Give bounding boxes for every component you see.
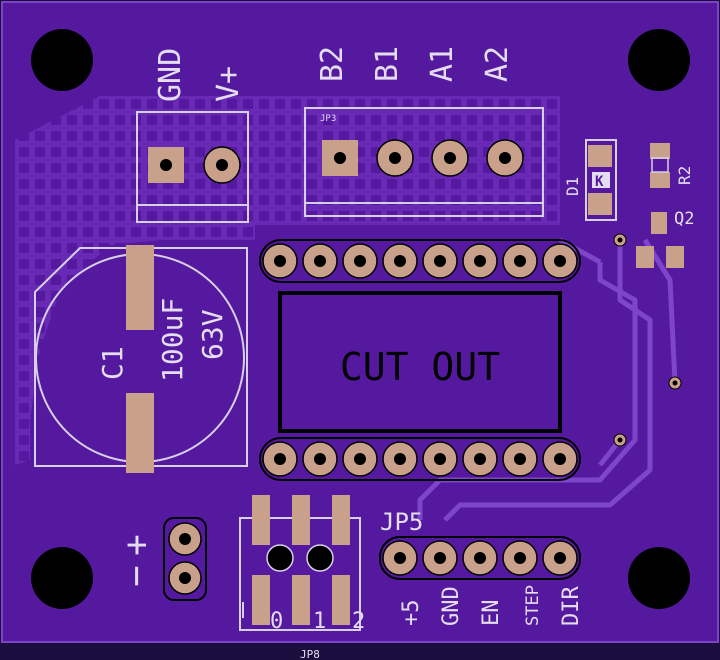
jumper-num-2: 2 bbox=[352, 609, 365, 634]
mount-hole-bl bbox=[31, 547, 93, 609]
jp5-label: JP5 bbox=[380, 508, 423, 536]
vias bbox=[613, 233, 682, 447]
r2-label: R2 bbox=[675, 166, 694, 185]
jp3-label: JP3 bbox=[320, 114, 336, 124]
power-vplus-label: V+ bbox=[211, 66, 246, 102]
microstep-jumper: 0 1 2 bbox=[239, 495, 365, 634]
driver-header-top bbox=[259, 239, 581, 283]
jp5-header: JP5 +5 GND EN STEP DIR bbox=[379, 508, 584, 627]
power-header-outline bbox=[136, 111, 249, 223]
minus-label: − bbox=[116, 565, 157, 587]
c1-label: C1 bbox=[96, 346, 129, 380]
q2-transistor: Q2 bbox=[636, 209, 694, 268]
d1-label: D1 bbox=[563, 177, 582, 196]
c1-voltage: 63V bbox=[196, 309, 229, 360]
power-in-pins: + − bbox=[116, 517, 207, 601]
svg-text:K: K bbox=[595, 174, 604, 190]
power-gnd-label: GND bbox=[153, 48, 188, 102]
jp5-pin-step: STEP bbox=[523, 585, 543, 626]
mount-hole-tl bbox=[31, 29, 93, 91]
label-a1: A1 bbox=[425, 46, 460, 82]
cutout-label: CUT OUT bbox=[340, 345, 500, 389]
jumper-num-1: 1 bbox=[313, 609, 326, 634]
c1-capacitor: C1 100uF 63V bbox=[34, 245, 248, 473]
jp8-label: JP8 bbox=[300, 648, 320, 660]
jp5-pin-plus5: +5 bbox=[399, 600, 424, 627]
r2-resistor: R2 bbox=[650, 143, 694, 188]
d1-diode: K D1 bbox=[563, 139, 617, 221]
plus-label: + bbox=[116, 534, 157, 556]
mount-hole-br bbox=[628, 547, 690, 609]
jp5-pin-dir: DIR bbox=[559, 586, 584, 626]
driver-header-bottom bbox=[259, 437, 581, 481]
label-b1: B1 bbox=[370, 46, 405, 82]
jp3-outline bbox=[304, 107, 544, 217]
q2-label: Q2 bbox=[674, 209, 694, 229]
label-b2: B2 bbox=[315, 46, 350, 82]
traces bbox=[417, 237, 678, 522]
jp5-pin-en: EN bbox=[479, 600, 504, 627]
jumper-num-0: 0 bbox=[270, 609, 283, 634]
cutout-box bbox=[278, 291, 562, 433]
jp5-pin-gnd: GND bbox=[439, 586, 464, 626]
mount-hole-tr bbox=[628, 29, 690, 91]
label-a2: A2 bbox=[480, 46, 515, 82]
ground-pour-hatch bbox=[15, 96, 560, 465]
c1-value: 100uF bbox=[156, 298, 189, 382]
